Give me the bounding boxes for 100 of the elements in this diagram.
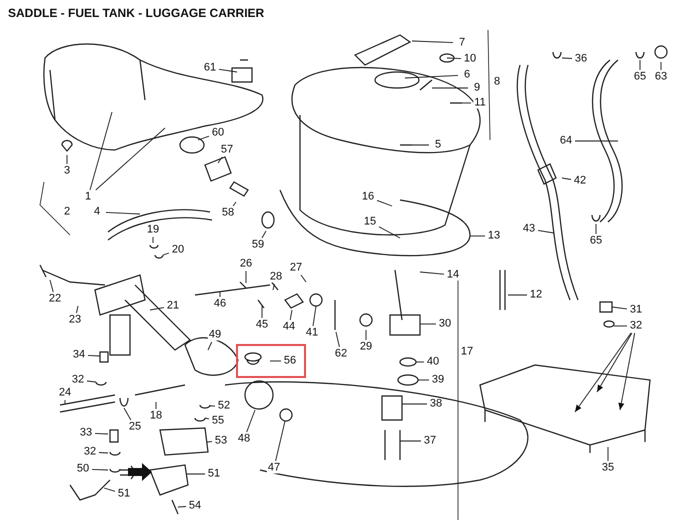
- callout-number: 64: [558, 136, 574, 146]
- leader-line: [106, 212, 140, 214]
- callout-number: 18: [148, 410, 164, 422]
- callout-number: 43: [522, 224, 536, 234]
- leader-line: [50, 280, 54, 292]
- leader-line: [94, 432, 108, 434]
- callout-number: 35: [600, 462, 616, 474]
- callout-number: 40: [426, 356, 440, 368]
- callout-number: 24: [58, 388, 72, 398]
- callout-number: 4: [92, 206, 102, 218]
- callout-number: 31: [628, 304, 644, 316]
- callout-number: 48: [236, 434, 252, 444]
- callout-number: 16: [360, 192, 376, 202]
- callout-number: 8: [492, 76, 502, 88]
- leader-line: [218, 68, 238, 72]
- callout-number: 50: [76, 464, 90, 474]
- callout-number: 55: [210, 416, 226, 426]
- callout-number: 2: [62, 206, 72, 218]
- callout-number: 1: [84, 192, 92, 202]
- leader-line: [446, 58, 462, 60]
- callout-number: 47: [266, 462, 282, 474]
- leader-line: [232, 202, 236, 206]
- callout-number: 12: [528, 290, 544, 300]
- leader-line: [92, 468, 108, 470]
- leader-line: [272, 284, 275, 290]
- callout-number: 30: [438, 318, 452, 330]
- callout-number: 46: [212, 298, 228, 310]
- callout-number: 11: [473, 98, 487, 108]
- diagram-title: SADDLE - FUEL TANK - LUGGAGE CARRIER: [8, 6, 264, 20]
- leader-arrow: [574, 332, 632, 412]
- callout-number: 65: [632, 72, 648, 82]
- callout-number: 3: [62, 166, 72, 176]
- callout-number: 45: [254, 320, 270, 330]
- callout-number: 57: [220, 144, 234, 156]
- callout-number: 41: [304, 328, 320, 338]
- callout-number: 27: [288, 262, 304, 274]
- leader-line: [95, 128, 166, 190]
- callout-number: 62: [334, 348, 348, 360]
- leader-line: [178, 506, 186, 508]
- callout-number: 52: [216, 400, 232, 412]
- callout-number: 38: [428, 398, 444, 410]
- leader-line: [124, 408, 132, 420]
- leader-line: [376, 200, 392, 206]
- callout-number: 32: [70, 374, 86, 386]
- callout-number: 19: [146, 224, 160, 236]
- callout-number: 54: [188, 500, 202, 512]
- leader-line: [86, 380, 96, 382]
- leader-line: [420, 272, 444, 275]
- leader-line: [270, 360, 282, 362]
- leader-line: [378, 226, 400, 238]
- callout-number: 28: [268, 272, 284, 282]
- leader-line: [562, 178, 572, 180]
- callout-number: 59: [250, 240, 266, 250]
- callout-number: 34: [72, 350, 86, 360]
- leader-arrow: [618, 332, 636, 410]
- leader-line: [612, 306, 628, 310]
- leader-line: [204, 418, 210, 420]
- leader-line: [208, 342, 212, 350]
- callout-number: 39: [430, 374, 446, 386]
- callout-number: 42: [572, 176, 588, 186]
- leader-line: [562, 58, 572, 59]
- callout-number: 20: [170, 244, 186, 256]
- callout-number: 51: [116, 488, 132, 500]
- callout-number: 26: [238, 258, 254, 270]
- leader-line: [198, 136, 210, 140]
- callout-number: 6: [462, 70, 472, 80]
- leader-line: [206, 441, 212, 442]
- callout-number: 22: [48, 294, 62, 304]
- callout-number: 51: [206, 468, 222, 480]
- leader-line: [508, 294, 528, 296]
- leader-line: [412, 144, 430, 146]
- leader-line: [400, 440, 422, 442]
- leader-line: [66, 154, 68, 164]
- leader-line: [300, 274, 306, 282]
- callout-number: 49: [208, 330, 222, 340]
- leader-line: [660, 62, 662, 70]
- callout-number: 32: [82, 446, 98, 458]
- leader-line: [88, 354, 100, 356]
- callout-number: 13: [486, 230, 502, 242]
- leader-line: [538, 230, 554, 234]
- callout-number: 17: [460, 346, 474, 358]
- leader-line: [290, 310, 292, 320]
- callout-number: 60: [210, 128, 226, 138]
- leader-line: [312, 306, 316, 326]
- leader-line: [98, 452, 108, 454]
- callout-number: 56: [282, 356, 298, 366]
- leader-line: [152, 236, 154, 244]
- leader-line: [404, 74, 458, 78]
- leader-line: [76, 306, 78, 314]
- callout-number: 53: [214, 436, 228, 446]
- leader-line: [574, 140, 618, 142]
- callout-number: 58: [220, 208, 236, 218]
- callout-number: 21: [166, 300, 180, 312]
- leader-line: [275, 420, 286, 462]
- callout-number: 29: [358, 342, 374, 352]
- callout-number: 7: [458, 38, 466, 48]
- leader-line: [262, 230, 266, 238]
- leader-line: [246, 410, 256, 432]
- leader-line: [150, 307, 164, 310]
- callout-number: 61: [202, 62, 218, 74]
